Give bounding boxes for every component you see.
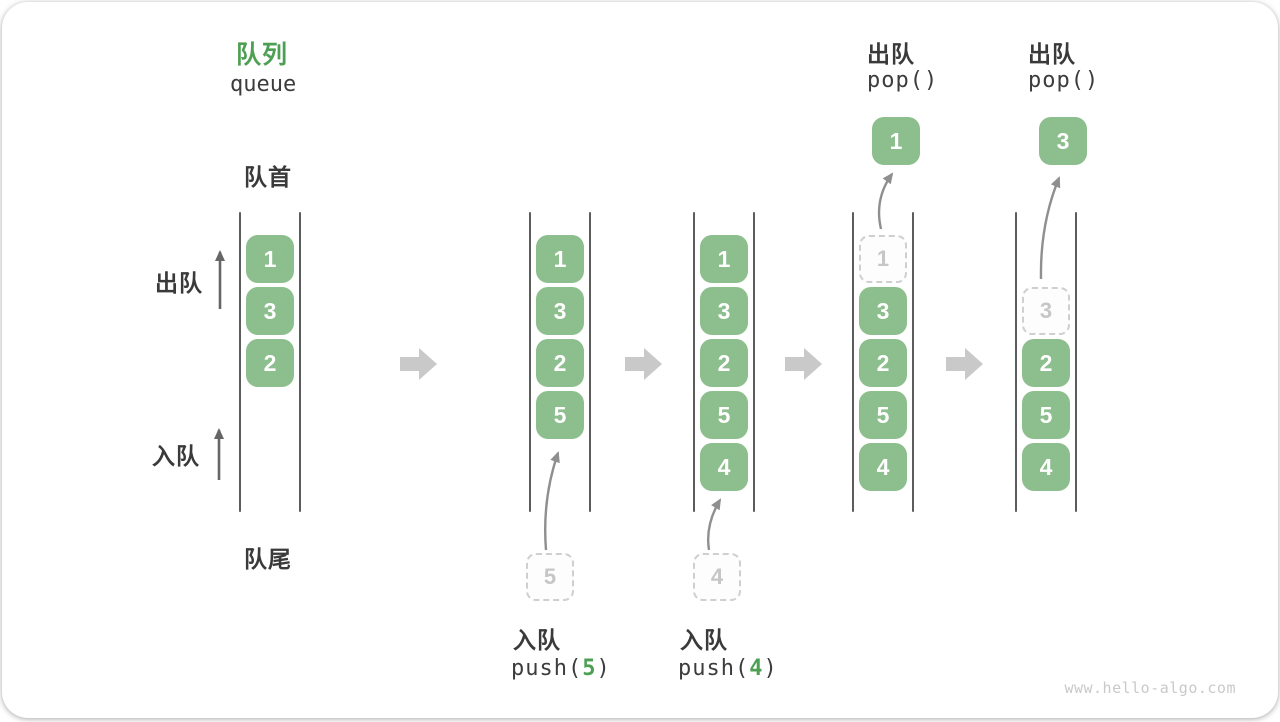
- queue-stage-4: 1 3 2 5 4: [852, 212, 914, 512]
- op-code-pop: pop(): [867, 68, 939, 93]
- queue-cell: 1: [700, 235, 748, 283]
- op-code-push5: push(5): [511, 656, 611, 681]
- queue-rail-left: [1015, 212, 1017, 512]
- queue-rail-right: [299, 212, 301, 512]
- queue-cell: 3: [859, 287, 907, 335]
- stage-transition-arrow-1: [400, 348, 437, 380]
- popped-cell: 3: [1039, 117, 1087, 165]
- op-code-push4: push(4): [678, 656, 778, 681]
- queue-cell: 3: [700, 287, 748, 335]
- queue-rail-left: [852, 212, 854, 512]
- queue-rail-right: [589, 212, 591, 512]
- queue-cell: 3: [536, 287, 584, 335]
- op-close: ): [763, 656, 778, 681]
- queue-stage-5: 3 2 5 4: [1015, 212, 1077, 512]
- op-close: ): [596, 656, 611, 681]
- popped-cell: 1: [872, 117, 920, 165]
- stage-transition-arrow-3: [785, 348, 822, 380]
- op-label-enqueue: 入队: [513, 627, 561, 653]
- label-queue-front: 队首: [244, 164, 292, 190]
- queue-rail-left: [693, 212, 695, 512]
- page-title: 队列: [236, 41, 289, 69]
- queue-stage-1: 1 3 2: [239, 212, 301, 512]
- watermark: www.hello-algo.com: [1064, 679, 1236, 697]
- queue-rail-left: [529, 212, 531, 512]
- page-subtitle: queue: [230, 72, 297, 97]
- op-arg: 4: [749, 656, 764, 681]
- queue-cell: 4: [859, 443, 907, 491]
- queue-cell: 5: [859, 391, 907, 439]
- stage-transition-arrow-4: [946, 348, 983, 380]
- queue-cell: 1: [246, 235, 294, 283]
- queue-stage-2: 1 3 2 5: [529, 212, 591, 512]
- label-dequeue: 出队: [155, 270, 203, 296]
- queue-rail-right: [912, 212, 914, 512]
- queue-stage-3: 1 3 2 5 4: [693, 212, 755, 512]
- queue-cell: 5: [536, 391, 584, 439]
- ghost-cell: 3: [1022, 287, 1070, 335]
- ghost-cell: 1: [859, 235, 907, 283]
- op-arg: 5: [582, 656, 597, 681]
- queue-cell: 2: [859, 339, 907, 387]
- queue-rail-right: [753, 212, 755, 512]
- queue-cell: 5: [700, 391, 748, 439]
- queue-cell: 4: [1022, 443, 1070, 491]
- queue-cell: 2: [700, 339, 748, 387]
- stage-transition-arrow-2: [625, 348, 662, 380]
- queue-rail-right: [1075, 212, 1077, 512]
- label-enqueue: 入队: [152, 443, 200, 469]
- staged-cell: 4: [693, 553, 741, 601]
- queue-cell: 2: [536, 339, 584, 387]
- label-queue-rear: 队尾: [244, 546, 292, 572]
- op-fn: push(: [678, 656, 750, 681]
- queue-cell: 3: [246, 287, 294, 335]
- staged-cell: 5: [526, 553, 574, 601]
- queue-rail-left: [239, 212, 241, 512]
- queue-cell: 2: [1022, 339, 1070, 387]
- op-fn: push(: [511, 656, 583, 681]
- queue-cell: 4: [700, 443, 748, 491]
- op-label-dequeue: 出队: [1028, 41, 1076, 67]
- op-label-dequeue: 出队: [867, 41, 915, 67]
- queue-cell: 2: [246, 339, 294, 387]
- queue-cell: 1: [536, 235, 584, 283]
- op-code-pop: pop(): [1028, 68, 1100, 93]
- queue-cell: 5: [1022, 391, 1070, 439]
- op-label-enqueue: 入队: [680, 627, 728, 653]
